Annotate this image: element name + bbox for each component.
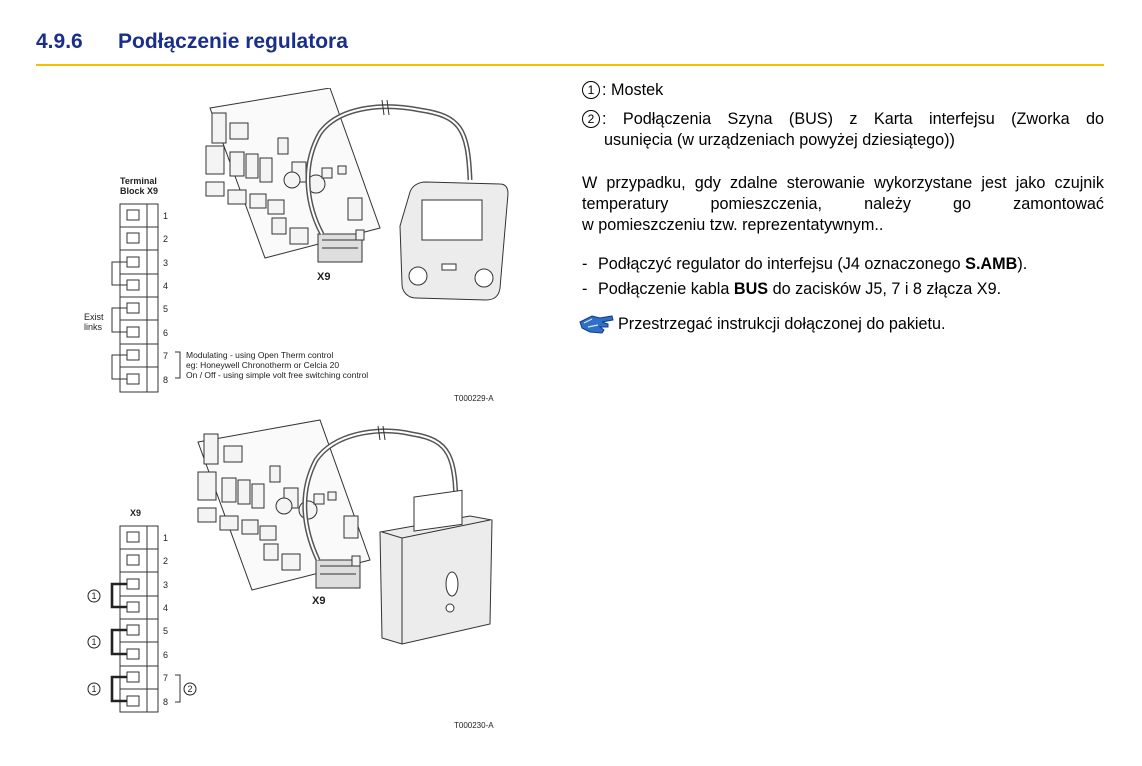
room-thermostat-illustration [399,181,509,301]
svg-text:1: 1 [92,591,97,601]
paragraph-line-3: w pomieszczeniu tzw. reprezentatywnym.. [582,216,884,234]
svg-text:8: 8 [163,697,168,707]
annotation-line-2: eg: Honeywell Chronotherm or Celcia 20 [186,360,339,370]
annotation-line-1: Modulating - using Open Therm control [186,350,333,360]
room-thermostat-illustration [379,489,493,645]
connector-label: X9 [317,271,330,283]
svg-text:3: 3 [163,580,168,590]
bridge-callouts: 1 1 1 [87,589,101,696]
svg-text:7: 7 [163,673,168,683]
svg-text:2: 2 [163,556,168,566]
section-number: 4.9.6 [36,30,83,53]
annotation-bracket [175,351,181,379]
figure-code: T000230-A [454,721,494,730]
paragraph: W przypadku, gdy zdalne sterowanie wykor… [582,173,1104,236]
svg-text:4: 4 [163,603,168,613]
section-heading: 4.9.6 Podłączenie regulatora [36,30,1104,66]
callout-text-line-1: : Podłączenia Szyna (BUS) z Karta interf… [602,110,1104,128]
svg-text:4: 4 [163,281,168,291]
circuit-board-illustration [205,88,381,263]
section-title: Podłączenie regulatora [118,30,348,53]
block-title-1: Terminal [120,176,157,186]
svg-text:8: 8 [163,375,168,385]
svg-text:1: 1 [92,637,97,647]
svg-text:7: 7 [163,351,168,361]
callout-number: 1 [582,81,600,99]
note-text: Przestrzegać instrukcji dołączonej do pa… [618,314,946,333]
paragraph-line-1: W przypadku, gdy zdalne sterowanie wykor… [582,174,1104,192]
terminal-block [119,203,159,393]
bus-callout-circle [183,682,197,696]
svg-text:1: 1 [163,211,168,221]
link-brackets [111,261,127,380]
exist-links-label-2: links [84,322,103,332]
instructions-column: 1 : Mostek 2 : Podłączenia Szyna (BUS) z… [579,80,1104,336]
wiring-diagram-2: X9 1 2 3 4 5 6 7 8 1 1 1 2 [87,419,494,730]
svg-text:5: 5 [163,304,168,314]
bus-bracket [175,674,181,703]
list-item: - Podłączenie kabla BUS do zacisków J5, … [582,280,1002,298]
bus-callout: 2 [188,684,193,694]
svg-text:6: 6 [163,328,168,338]
callout-1: 1 : Mostek [582,80,1104,101]
terminal-numbers: 1 2 3 4 5 6 7 8 [163,211,168,385]
connector-label: X9 [312,595,325,607]
circuit-board-illustration [197,419,371,591]
bridges [110,582,127,703]
bullet-list: - Podłączyć regulator do interfejsu (J4 … [582,254,1104,300]
figure-code: T000229-A [454,394,494,403]
svg-text:3: 3 [163,258,168,268]
block-title: X9 [130,508,141,518]
note: Przestrzegać instrukcji dołączonej do pa… [579,312,1104,336]
svg-text:6: 6 [163,650,168,660]
callout-2: 2 : Podłączenia Szyna (BUS) z Karta inte… [582,109,1104,151]
svg-text:1: 1 [163,533,168,543]
block-title-2: Block X9 [120,186,158,196]
annotation-line-3: On / Off - using simple volt free switch… [186,370,368,380]
svg-text:5: 5 [163,626,168,636]
svg-text:1: 1 [92,684,97,694]
wiring-diagram-1: Terminal Block X9 1 2 3 4 5 6 7 8 Exist … [84,88,509,403]
callout-text: : Mostek [602,81,664,99]
callout-text-line-2: usunięcia (w urządzeniach powyżej dziesi… [604,131,955,149]
list-item: - Podłączyć regulator do interfejsu (J4 … [582,255,1028,273]
terminal-block [119,525,159,713]
paragraph-line-2: temperatury pomieszczenia, należy go zam… [582,195,1104,213]
hand-pointer-icon [579,315,614,334]
callout-number: 2 [582,110,600,128]
terminal-numbers: 1 2 3 4 5 6 7 8 [163,533,168,707]
svg-text:2: 2 [163,234,168,244]
exist-links-label-1: Exist [84,312,104,322]
